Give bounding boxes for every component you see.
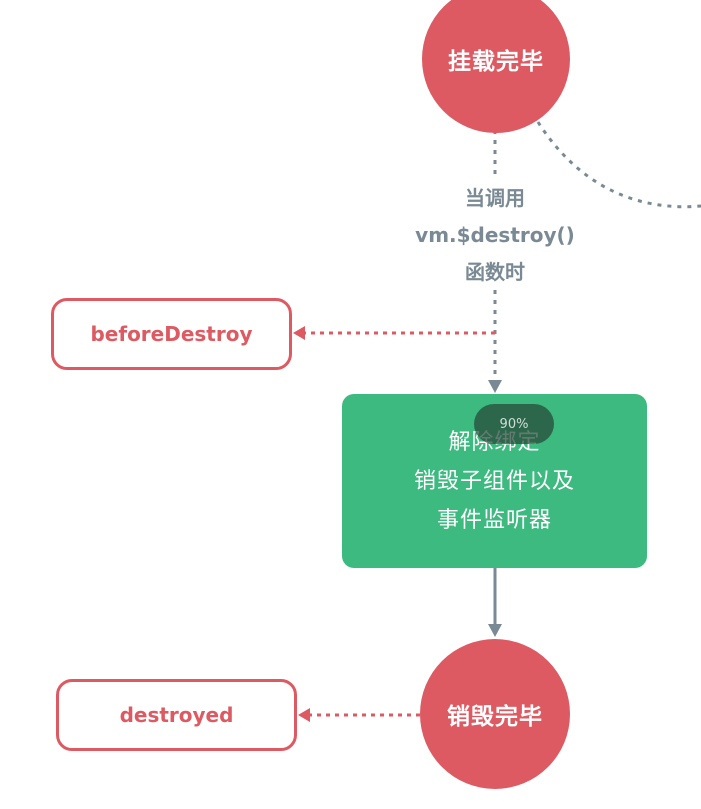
trigger-line-1: 当调用 [465,186,525,210]
before-destroy-hook: beforeDestroy [51,298,292,370]
destroyed-arrowhead [488,624,502,637]
trigger-line-2: vm.$destroy() [415,223,575,247]
process-line-3: 事件监听器 [436,507,552,533]
destroyed-hook: destroyed [56,679,297,751]
process-line-2: 销毁子组件以及 [413,468,575,494]
trigger-line-3: 函数时 [465,260,525,284]
zoom-badge: 90% [474,404,554,444]
mounted-node: 挂载完毕 [422,0,570,133]
process-arrowhead [488,380,502,393]
destroyed-node: 销毁完毕 [420,639,570,789]
trigger-label: 当调用 vm.$destroy() 函数时 [380,180,610,291]
before-destroy-arrowhead [293,326,305,340]
destroyed-hook-arrowhead [298,708,310,722]
